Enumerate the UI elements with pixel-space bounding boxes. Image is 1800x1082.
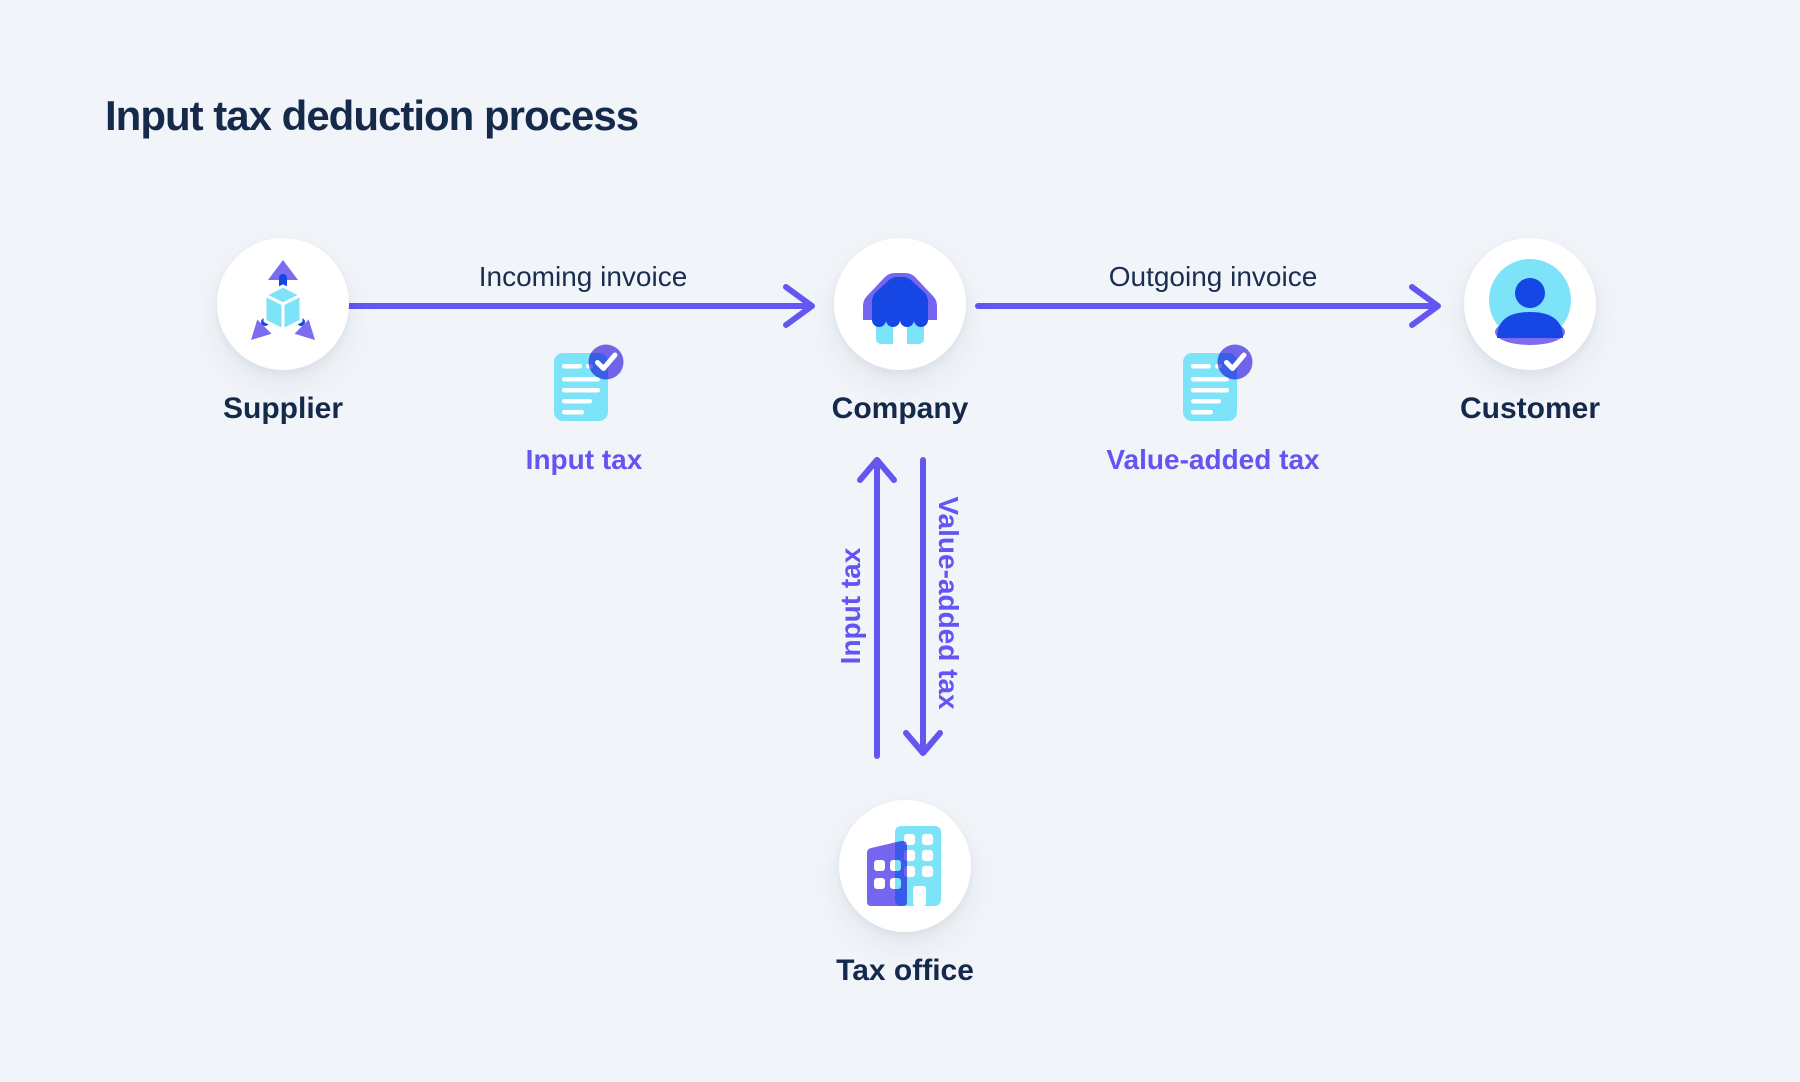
input-tax-invoice-check-icon: [554, 344, 624, 421]
company-label: Company: [831, 392, 969, 425]
input-tax-document-label: Input tax: [525, 444, 643, 475]
input-tax-flow-label: Input tax: [835, 547, 866, 665]
tax-office-label: Tax office: [836, 954, 974, 987]
page-title: Input tax deduction process: [105, 92, 639, 139]
office-buildings-icon: [867, 826, 941, 906]
user-icon: [1489, 259, 1571, 345]
package-distribution-icon: [251, 260, 315, 340]
incoming-invoice-label: Incoming invoice: [478, 261, 688, 292]
value-added-tax-invoice-check-icon: [1183, 344, 1253, 421]
value-added-tax-document-label: Value-added tax: [1106, 444, 1320, 475]
customer-label: Customer: [1459, 392, 1601, 425]
customer-node: [1464, 238, 1596, 370]
outgoing-invoice-label: Outgoing invoice: [1108, 261, 1318, 292]
company-node: [834, 238, 966, 370]
supplier-label: Supplier: [222, 392, 344, 425]
tax-office-node: [839, 800, 971, 932]
storefront-icon: [863, 273, 937, 344]
supplier-node: [217, 238, 349, 370]
value-added-tax-flow-label: Value-added tax: [933, 496, 964, 710]
